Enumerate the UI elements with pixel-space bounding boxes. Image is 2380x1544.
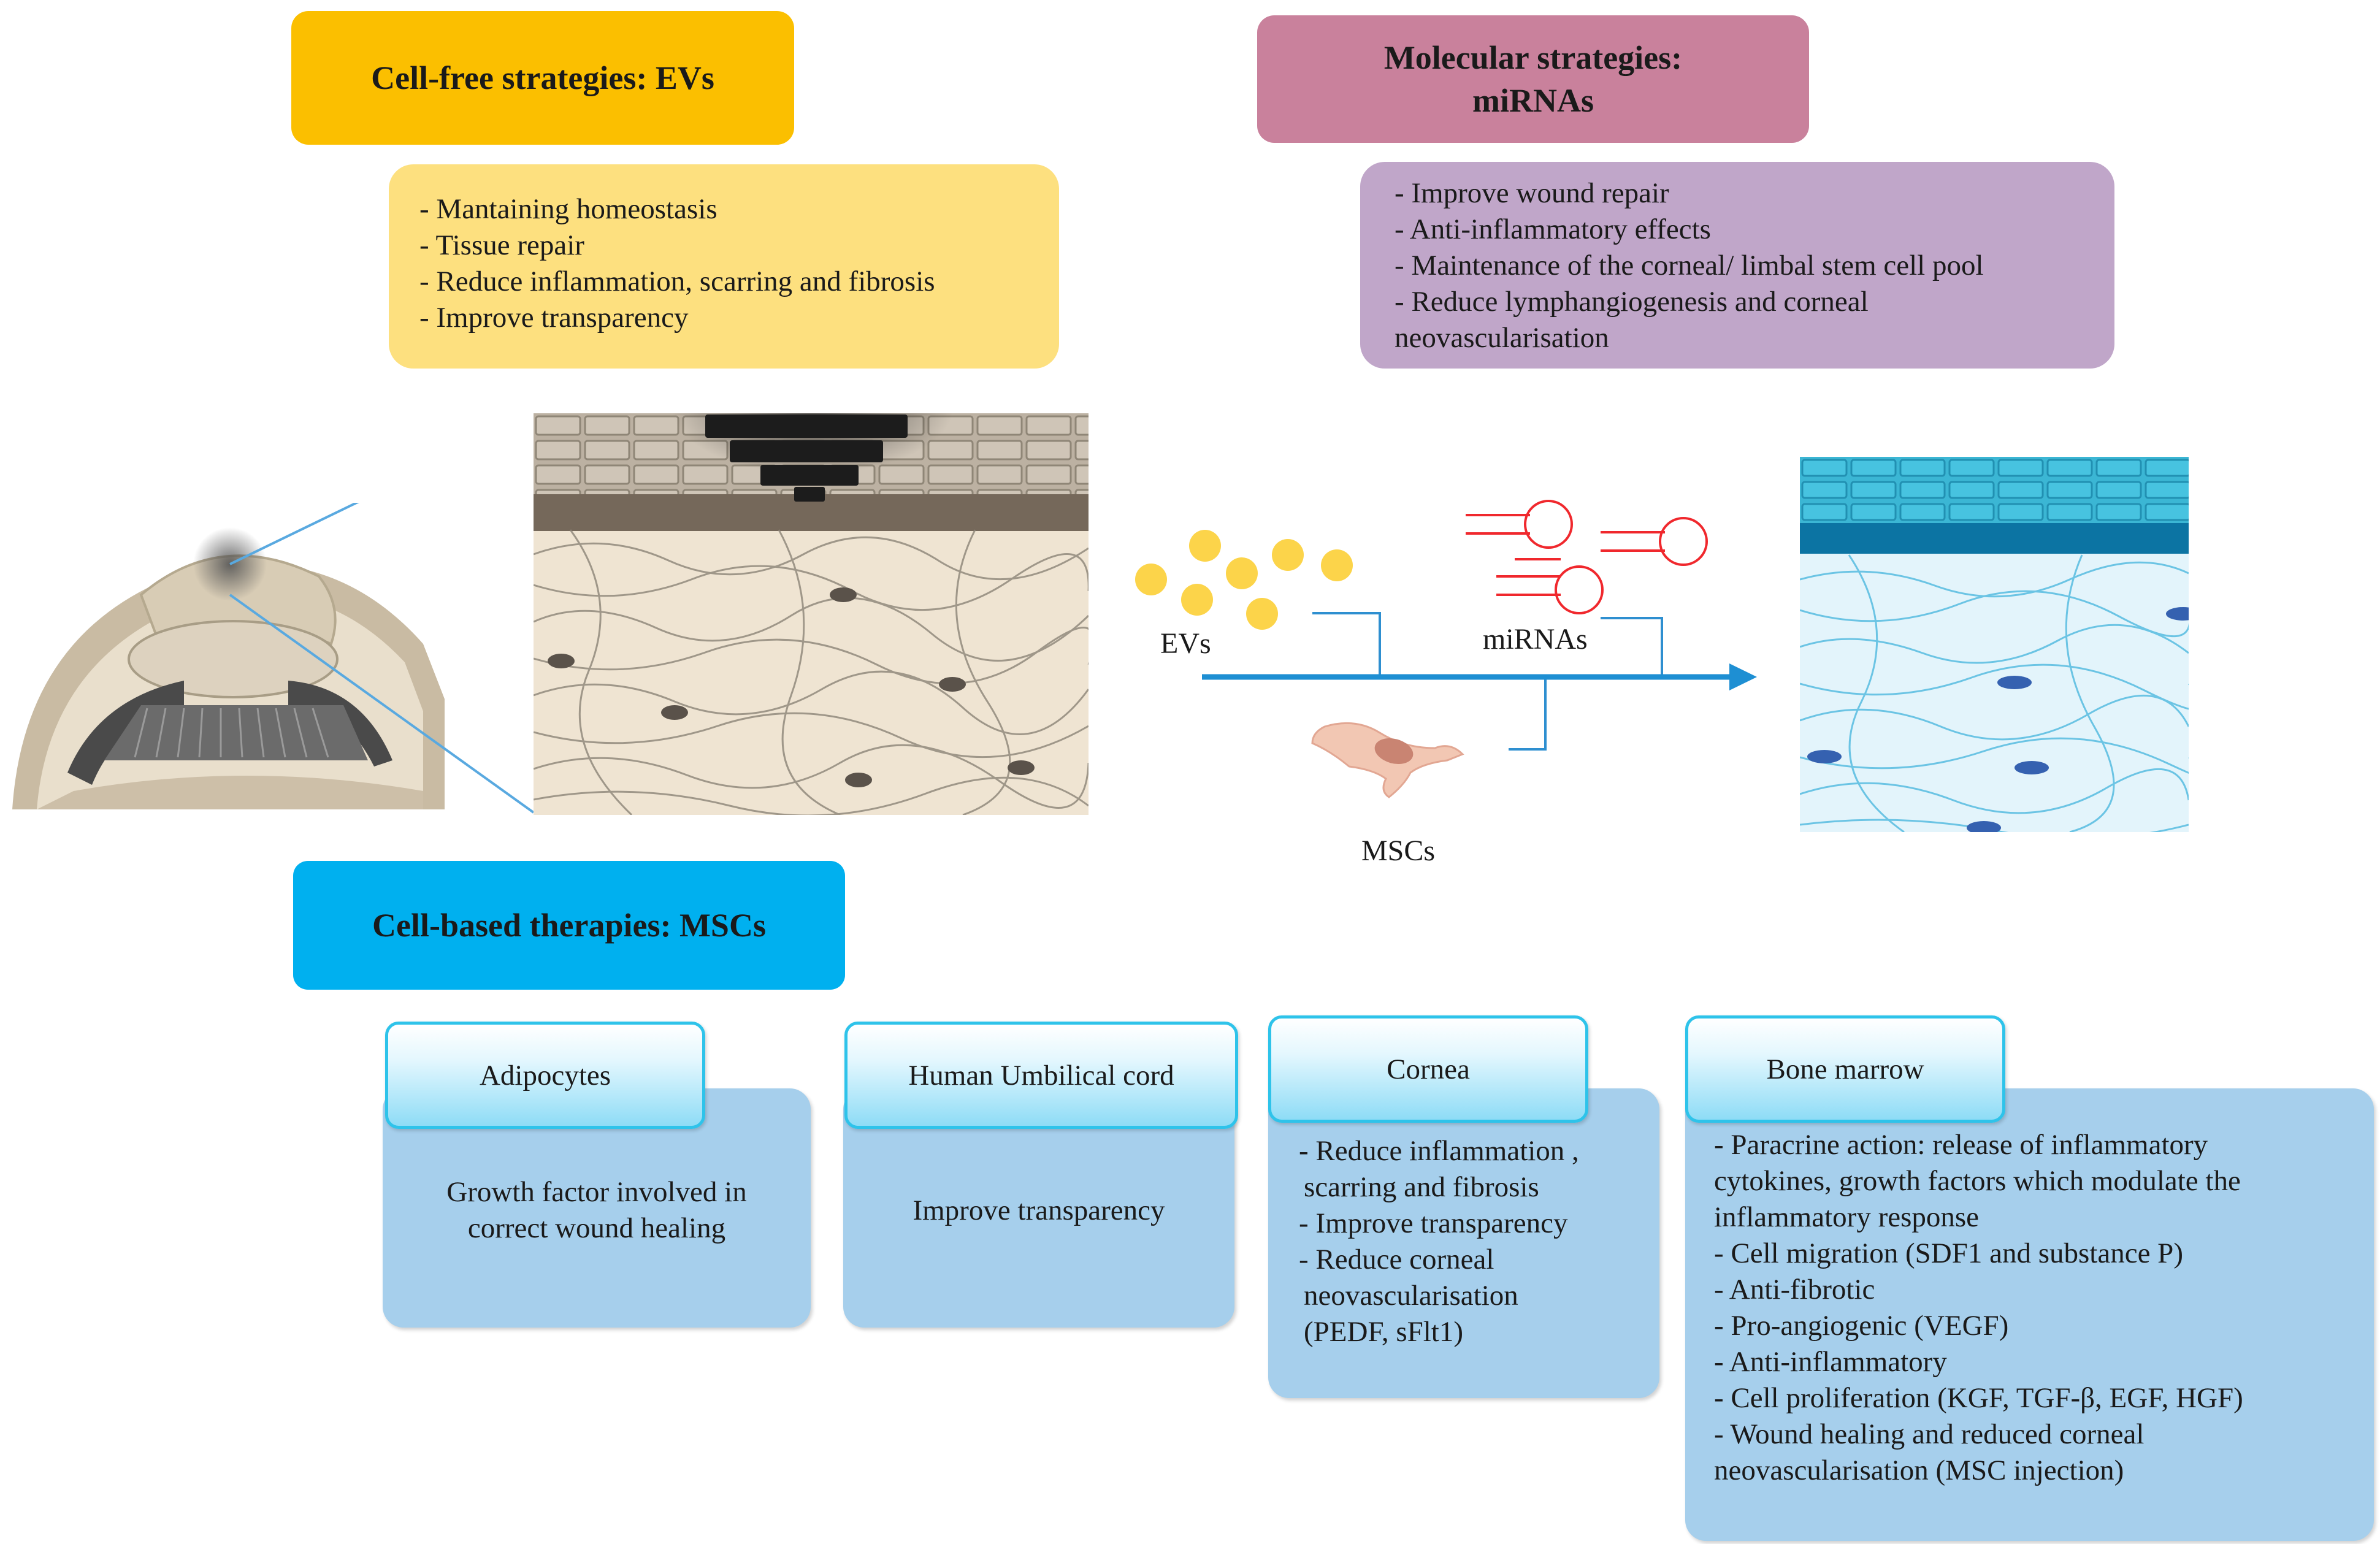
bone-marrow-tab: Bone marrow [1685,1015,2005,1123]
adipocytes-tab: Adipocytes [385,1022,705,1129]
cornea-line: scarring and fibrosis [1304,1171,1539,1203]
cell-free-bullet: - Tissue repair [419,229,584,261]
molecular-bullets-box: - Improve wound repair - Anti-inflammato… [1360,162,2114,369]
bone-marrow-line: - Pro-angiogenic (VEGF) [1714,1310,2009,1342]
cornea-line: neovascularisation [1304,1280,1518,1312]
mirnas-label: miRNAs [1483,623,1588,655]
cornea-text: - Reduce inflammation , scarring and fib… [1299,1133,1667,1350]
bone-marrow-line: cytokines, growth factors which modulate… [1714,1165,2241,1197]
molecular-bullet: - Anti-inflammatory effects [1395,213,1711,245]
cell-free-bullet: - Mantaining homeostasis [419,193,717,225]
cell-free-bullet: - Improve transparency [419,302,689,334]
bone-marrow-line: inflammatory response [1714,1201,1980,1233]
bone-marrow-body [1685,1088,2374,1541]
cornea-tab: Cornea [1268,1015,1588,1123]
cornea-line: - Improve transparency [1299,1207,1568,1239]
umbilical-cord-tab: Human Umbilical cord [844,1022,1238,1129]
msc-cell [1311,722,1464,798]
cell-free-bullet: - Reduce inflammation, scarring and fibr… [419,266,935,297]
bone-marrow-line: - Cell migration (SDF1 and substance P) [1714,1237,2183,1269]
molecular-bullet: - Reduce lymphangiogenesis and corneal [1395,286,1869,318]
cell-free-bullets-box: - Mantaining homeostasis - Tissue repair… [389,164,1059,369]
cornea-body [1268,1088,1659,1398]
bone-marrow-line: - Anti-fibrotic [1714,1274,1875,1305]
molecular-title-line2: miRNAs [1472,82,1594,119]
bone-marrow-line: - Wound healing and reduced corneal [1714,1418,2145,1450]
cell-free-title: Cell-free strategies: EVs [371,59,714,96]
adipocytes-line: Growth factor involved in [446,1176,747,1208]
damaged-cornea-tissue-illustration [534,413,1089,815]
adipocytes-tab-label: Adipocytes [479,1059,611,1091]
molecular-bullet: - Improve wound repair [1395,177,1669,209]
cornea-line: (PEDF, sFlt1) [1304,1316,1464,1348]
cell-free-title-box: Cell-free strategies: EVs [291,11,794,145]
mscs-label: MSCs [1361,835,1436,867]
umbilical-cord-tab-label: Human Umbilical cord [908,1059,1174,1091]
mirna-hairpins [1466,500,1708,614]
cornea-tab-label: Cornea [1387,1053,1470,1085]
umbilical-cord-line: Improve transparency [913,1194,1165,1226]
evs-label: EVs [1160,627,1211,660]
extracellular-vesicles-dots [1135,530,1353,630]
adipocytes-line: correct wound healing [467,1212,726,1244]
cornea-line: - Reduce corneal [1299,1244,1494,1275]
bone-marrow-line: - Cell proliferation (KGF, TGF-β, EGF, H… [1714,1382,2243,1414]
molecular-bullet: - Maintenance of the corneal/ limbal ste… [1395,250,1984,281]
cornea-line: - Reduce inflammation , [1299,1135,1579,1167]
eye-cross-section-illustration [12,503,535,814]
bone-marrow-text: - Paracrine action: release of inflammat… [1714,1127,2364,1489]
molecular-title-line1: Molecular strategies: [1383,39,1683,76]
therapies-arrow-diagram [1135,500,1757,798]
bone-marrow-tab-label: Bone marrow [1766,1053,1924,1085]
bone-marrow-line: - Anti-inflammatory [1714,1346,1947,1378]
molecular-bullet: neovascularisation [1395,322,1609,354]
cell-based-title-box: Cell-based therapies: MSCs [293,861,845,990]
molecular-title-box: Molecular strategies: miRNAs [1257,15,1809,143]
cell-based-title: Cell-based therapies: MSCs [372,906,766,944]
adipocytes-text: Growth factor involved in correct wound … [383,1174,811,1247]
healed-cornea-tissue-illustration [1800,457,2189,832]
bone-marrow-line: neovascularisation (MSC injection) [1714,1454,2124,1486]
bone-marrow-line: - Paracrine action: release of inflammat… [1714,1129,2208,1161]
umbilical-cord-text: Improve transparency [843,1193,1234,1229]
